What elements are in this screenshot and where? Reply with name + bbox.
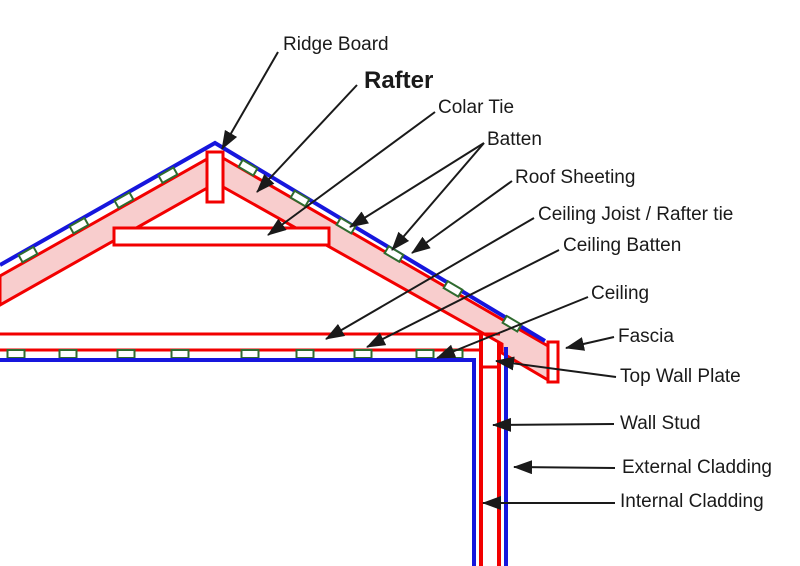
- leader-rafter: [256, 84, 358, 193]
- leader-arrows: [221, 51, 617, 510]
- label-fascia: Fascia: [618, 326, 674, 347]
- leader-ceiling: [436, 296, 589, 359]
- label-ceiling: Ceiling: [591, 283, 650, 304]
- label-external-cladding: External Cladding: [622, 457, 772, 478]
- label-internal-cladding: Internal Cladding: [620, 491, 764, 512]
- leader-ceiling-joist: [325, 217, 535, 340]
- leader-external-cladding: [513, 460, 616, 475]
- label-wall-stud: Wall Stud: [620, 413, 701, 434]
- leader-ridge-board: [221, 51, 279, 150]
- collar-tie-rect: [112, 226, 331, 247]
- leader-batten-2: [391, 142, 485, 251]
- leader-fascia: [565, 336, 615, 351]
- leader-top-wall-plate: [495, 356, 617, 378]
- ceiling-internal-cladding-line: [0, 358, 476, 566]
- label-batten: Batten: [487, 129, 542, 150]
- label-colar-tie: Colar Tie: [438, 97, 515, 118]
- fascia-rect: [546, 340, 560, 384]
- label-rafter: Rafter: [364, 67, 434, 94]
- label-ceiling-batten: Ceiling Batten: [563, 235, 682, 256]
- leader-colar-tie: [267, 111, 436, 236]
- roof-battens-right: [237, 158, 523, 333]
- label-ceiling-joist: Ceiling Joist / Rafter tie: [538, 204, 734, 225]
- leader-wall-stud: [492, 417, 615, 432]
- ridge-board-rect: [205, 150, 225, 204]
- leader-batten-1: [349, 142, 485, 228]
- leader-ceiling-batten: [366, 249, 560, 348]
- label-top-wall-plate: Top Wall Plate: [620, 366, 741, 387]
- leader-roof-sheeting: [411, 180, 513, 254]
- label-ridge-board: Ridge Board: [283, 34, 389, 55]
- roof-battens-left: [17, 166, 179, 264]
- label-roof-sheeting: Roof Sheeting: [515, 167, 636, 188]
